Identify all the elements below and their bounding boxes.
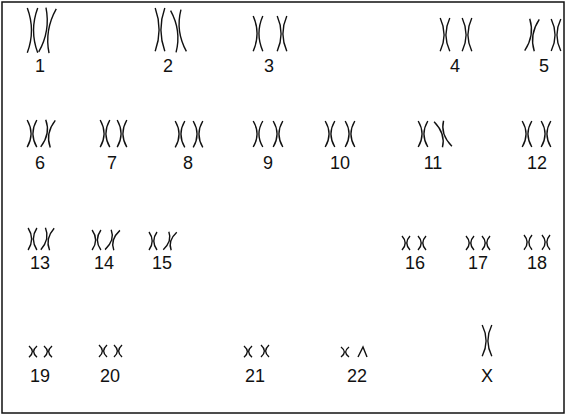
chromosome-number: 7: [107, 153, 117, 173]
chromosome-number: 2: [163, 56, 173, 76]
chromosome-number: 21: [245, 366, 265, 386]
chromosome-number: 6: [35, 153, 45, 173]
chromosome-number: 11: [424, 153, 443, 173]
chromosome-number: 18: [527, 253, 547, 273]
chromosome-number: 3: [264, 56, 274, 76]
chromosome-number: 17: [468, 253, 488, 273]
chromosome-number: 9: [263, 153, 273, 173]
chromosome-number: 22: [347, 366, 367, 386]
chromosome-number: 14: [94, 253, 114, 273]
chromosome-number: 19: [30, 366, 50, 386]
chromosome-number: 1: [35, 56, 45, 76]
chromosome-number: 12: [527, 153, 547, 173]
chromosome-number: 5: [539, 56, 549, 76]
chromosome-number: 13: [30, 253, 50, 273]
chromosome-number: 8: [183, 153, 193, 173]
chromosome-number: 20: [100, 366, 120, 386]
chromosome-number: 15: [152, 253, 172, 273]
chromosome-number: X: [481, 366, 493, 386]
chromosome-number: 16: [405, 253, 425, 273]
chromosome-number: 4: [450, 56, 460, 76]
chromosome-number: 10: [330, 153, 350, 173]
